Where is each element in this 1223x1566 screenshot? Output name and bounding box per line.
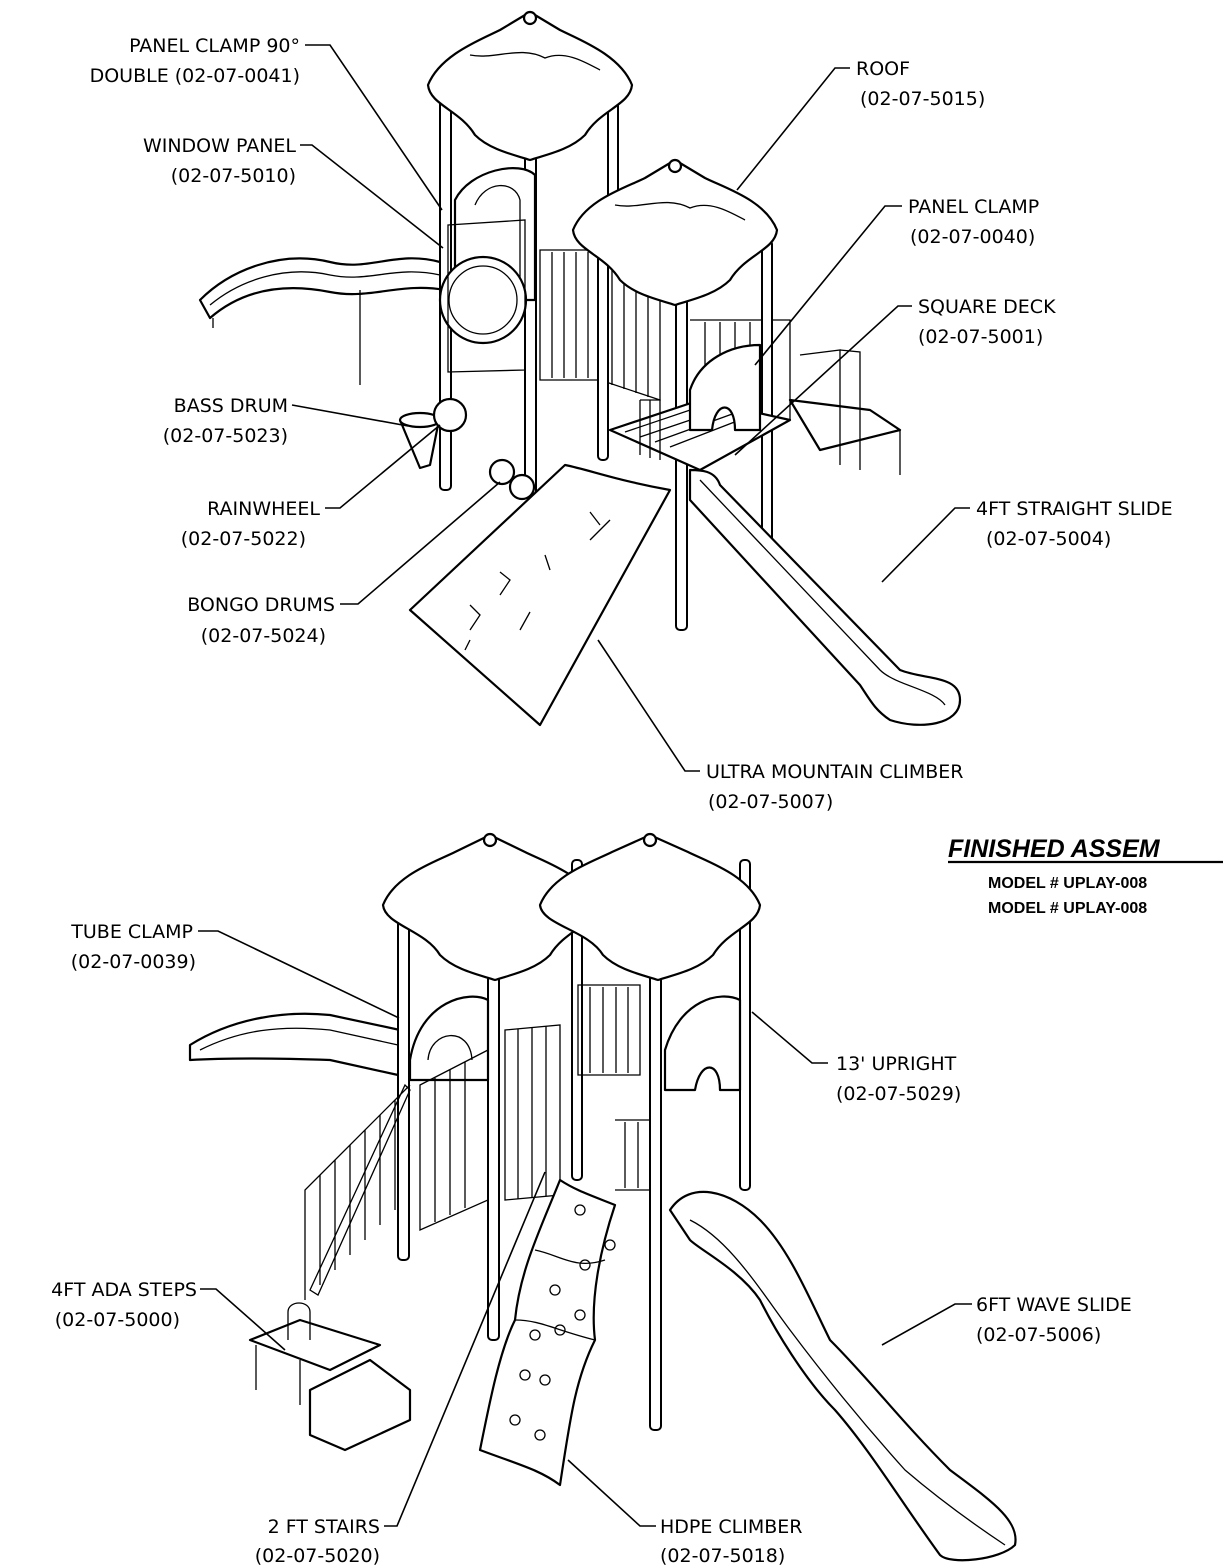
window-panel-drawing bbox=[438, 255, 528, 345]
callout-window-panel-line1: WINDOW PANEL bbox=[143, 135, 296, 157]
callout-roof-line1: ROOF bbox=[856, 58, 910, 80]
title-block: FINISHED ASSEM MODEL # UPLAY-008 MODEL #… bbox=[948, 835, 1223, 917]
callout-bass-drum-line2: (02-07-5023) bbox=[163, 425, 288, 447]
callout-panel-clamp-line2: (02-07-0040) bbox=[910, 226, 1035, 248]
callout-panel-clamp-90-line2: DOUBLE (02-07-0041) bbox=[90, 65, 300, 87]
callout-square-deck-line1: SQUARE DECK bbox=[918, 296, 1056, 318]
roof-top-rear bbox=[426, 10, 634, 162]
callout-tube-clamp-line2: (02-07-0039) bbox=[71, 951, 196, 973]
tube-slide-bottom bbox=[188, 1012, 402, 1077]
title-model-1: MODEL # UPLAY-008 bbox=[988, 875, 1147, 892]
tube-slide-top bbox=[198, 257, 447, 320]
callout-stairs-line1: 2 FT STAIRS bbox=[268, 1516, 380, 1538]
callout-panel-clamp-90-line1: PANEL CLAMP 90° bbox=[129, 35, 300, 57]
callout-panel-clamp-line1: PANEL CLAMP bbox=[908, 196, 1039, 218]
roof-top-front bbox=[571, 158, 779, 307]
callout-upright-line1: 13' UPRIGHT bbox=[836, 1053, 957, 1075]
ada-steps-drawing bbox=[248, 1318, 382, 1372]
callout-straight-slide-line1: 4FT STRAIGHT SLIDE bbox=[976, 498, 1173, 520]
straight-slide-drawing bbox=[688, 468, 962, 726]
callout-mountain-climber-line2: (02-07-5007) bbox=[708, 791, 833, 813]
callout-rainwheel-line2: (02-07-5022) bbox=[181, 528, 306, 550]
hdpe-climber-drawing bbox=[478, 1178, 617, 1487]
callout-straight-slide-line2: (02-07-5004) bbox=[986, 528, 1111, 550]
bongo-drums-drawing bbox=[488, 458, 516, 486]
callout-bongo-drums-line2: (02-07-5024) bbox=[201, 625, 326, 647]
rainwheel-drawing bbox=[432, 397, 468, 433]
callout-hdpe-climber-line2: (02-07-5018) bbox=[660, 1545, 785, 1566]
callout-square-deck-line2: (02-07-5001) bbox=[918, 326, 1043, 348]
callout-stairs-line2: (02-07-5020) bbox=[255, 1545, 380, 1566]
title-heading: FINISHED ASSEM bbox=[948, 835, 1161, 863]
callout-window-panel-line2: (02-07-5010) bbox=[171, 165, 296, 187]
title-model-2: MODEL # UPLAY-008 bbox=[988, 900, 1147, 917]
bottom-assembly-drawing bbox=[188, 832, 1017, 1562]
top-assembly-drawing bbox=[198, 10, 962, 727]
callout-bass-drum-line1: BASS DRUM bbox=[174, 395, 288, 417]
callout-tube-clamp-line1: TUBE CLAMP bbox=[70, 921, 193, 943]
callout-ada-steps-line2: (02-07-5000) bbox=[55, 1309, 180, 1331]
callout-bongo-drums-line1: BONGO DRUMS bbox=[187, 594, 335, 616]
callout-hdpe-climber-line1: HDPE CLIMBER bbox=[660, 1516, 803, 1538]
callout-roof-line2: (02-07-5015) bbox=[860, 88, 985, 110]
callout-ada-steps-line1: 4FT ADA STEPS bbox=[51, 1279, 197, 1301]
callout-mountain-climber-line1: ULTRA MOUNTAIN CLIMBER bbox=[706, 761, 964, 783]
mountain-climber-drawing bbox=[408, 463, 672, 727]
roof-bottom-left bbox=[381, 833, 599, 982]
callout-rainwheel-line1: RAINWHEEL bbox=[207, 498, 320, 520]
leader-lines bbox=[198, 44, 972, 1527]
callout-labels: PANEL CLAMP 90° DOUBLE (02-07-0041) WIND… bbox=[51, 35, 1172, 1566]
callout-wave-slide-line1: 6FT WAVE SLIDE bbox=[976, 1294, 1132, 1316]
callout-wave-slide-line2: (02-07-5006) bbox=[976, 1324, 1101, 1346]
wave-slide-drawing bbox=[668, 1190, 1017, 1562]
roof-bottom-right bbox=[538, 833, 762, 982]
callout-upright-line2: (02-07-5029) bbox=[836, 1083, 961, 1105]
